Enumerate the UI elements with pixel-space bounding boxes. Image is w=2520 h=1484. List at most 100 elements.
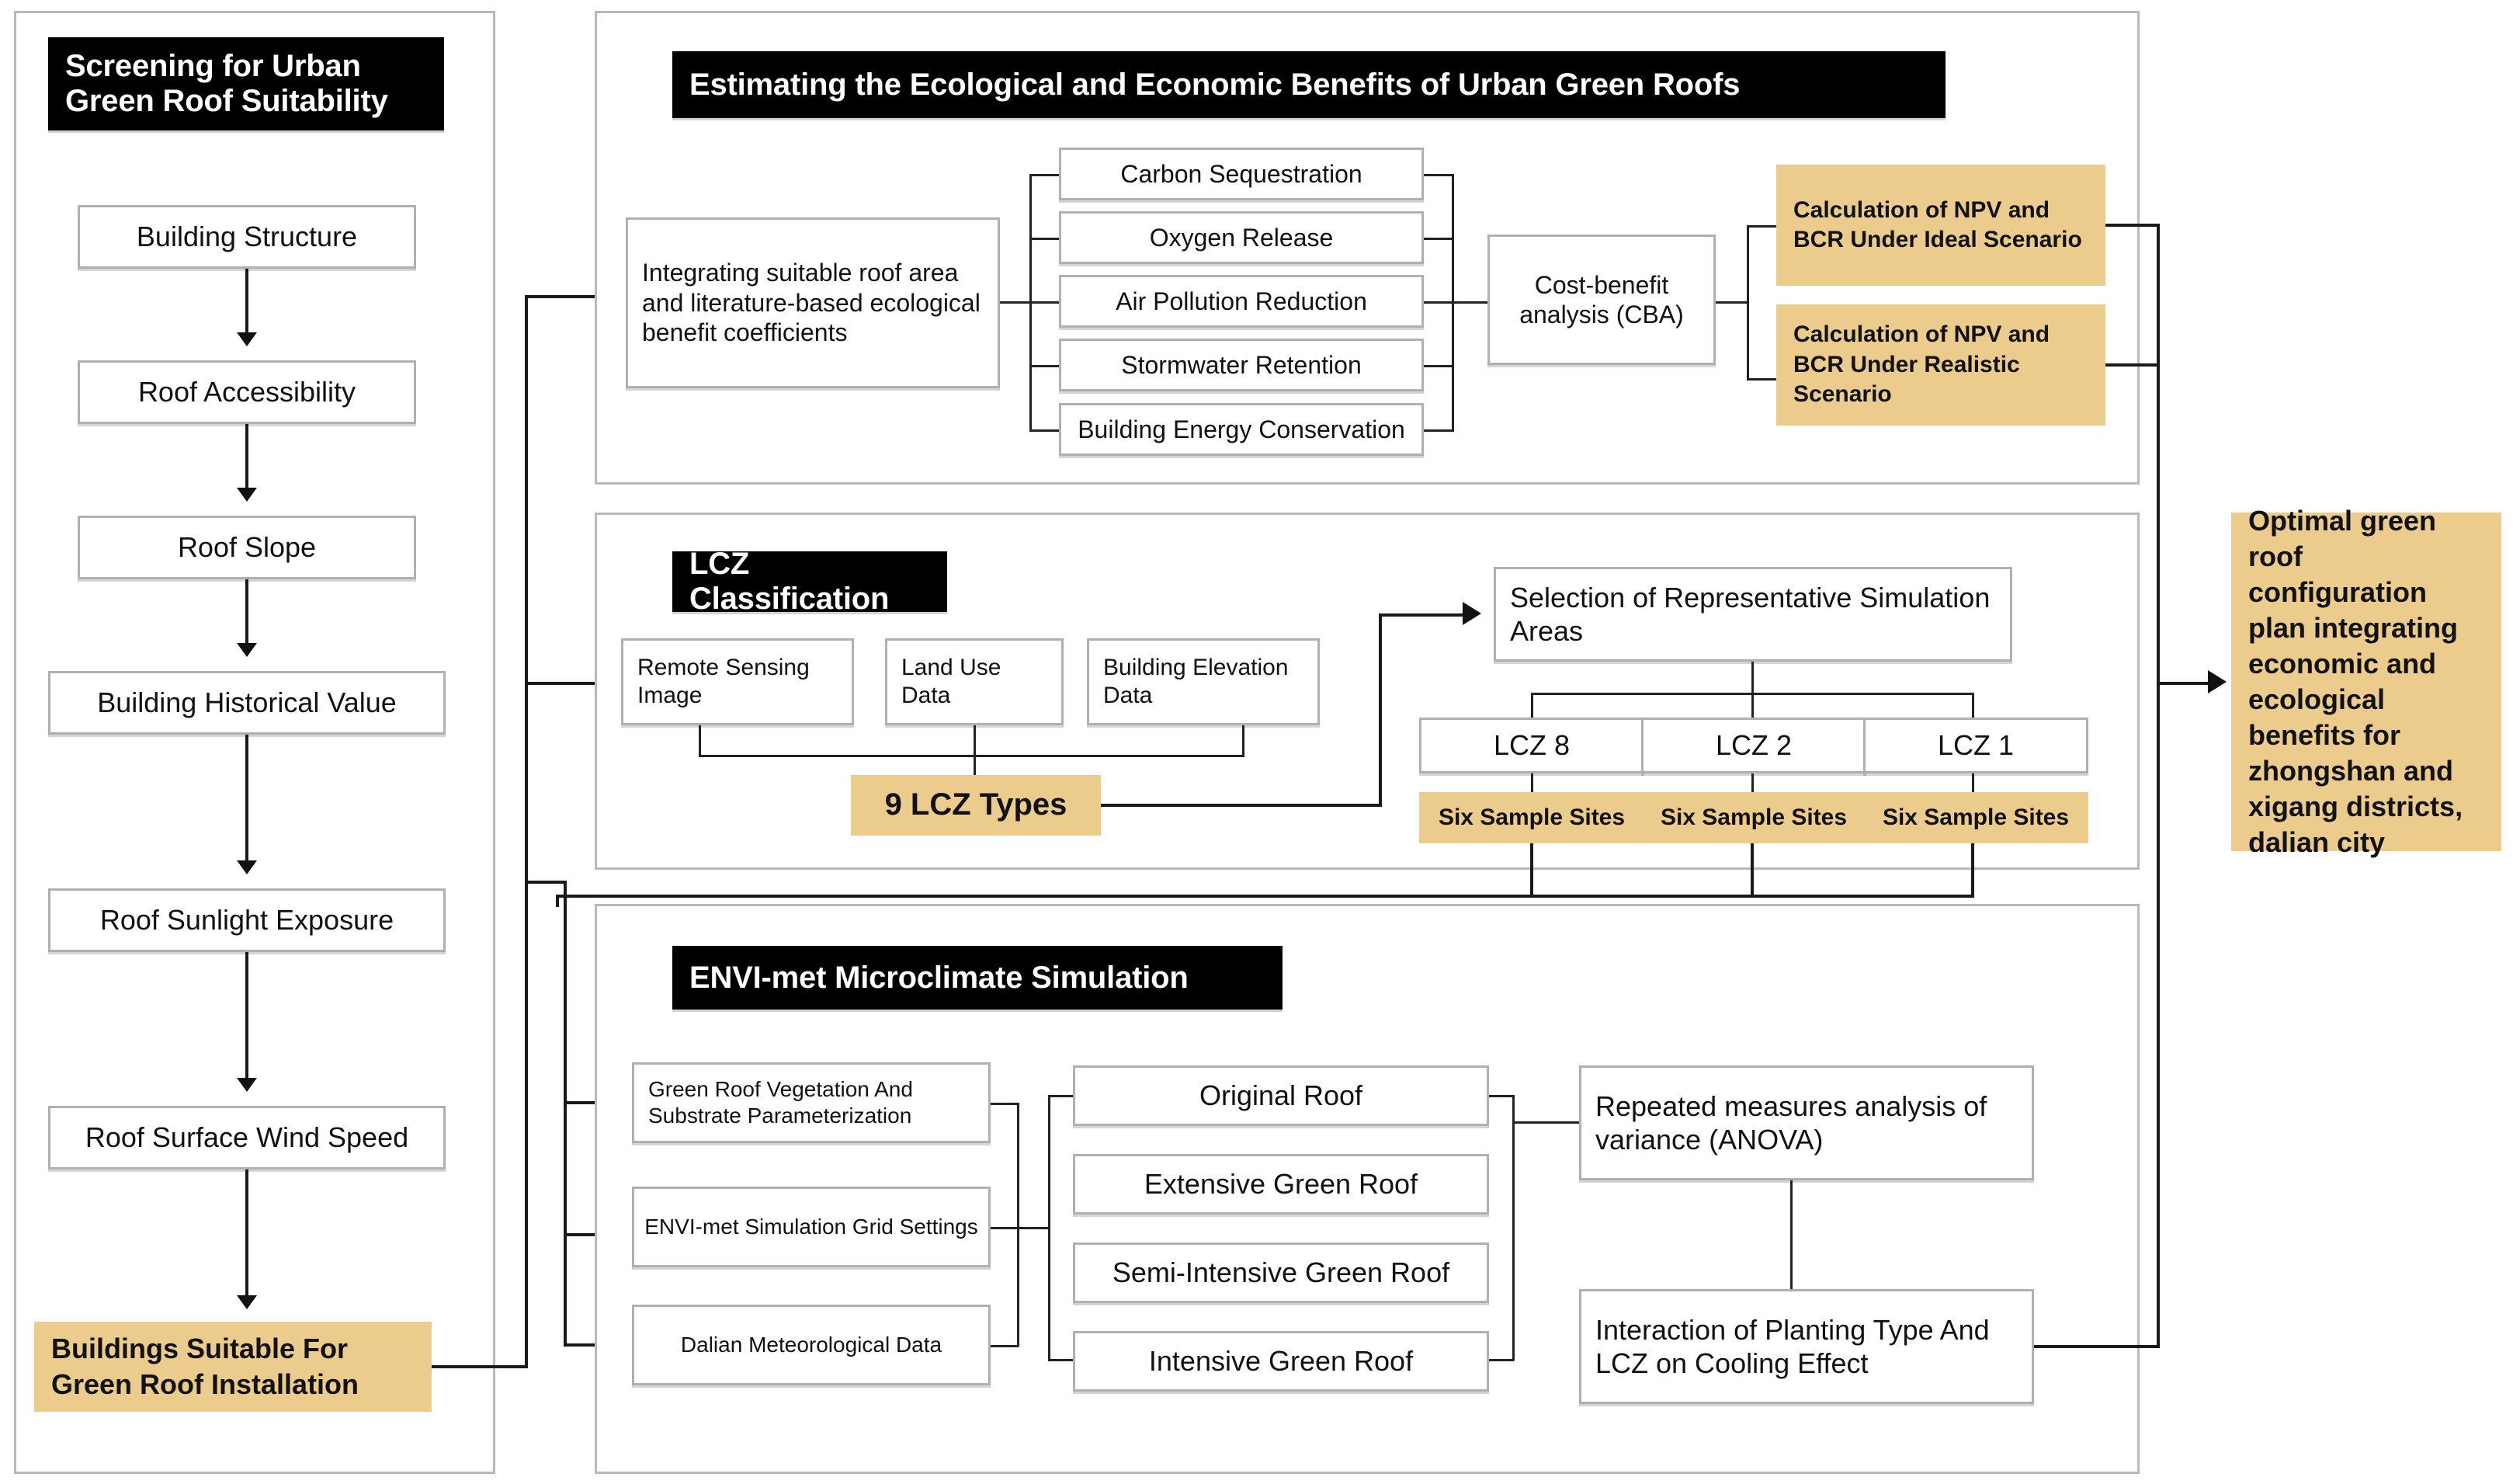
connector-lcz-merge-bar	[699, 755, 1244, 757]
connector-spine-to-benefits	[525, 295, 606, 298]
benefit-carbon-sequestration[interactable]: Carbon Sequestration	[1059, 148, 1424, 200]
connector-sites-collector-left	[556, 895, 559, 907]
roof-type-intensive[interactable]: Intensive Green Roof	[1073, 1331, 1489, 1392]
envimet-input-vegetation[interactable]: Green Roof Vegetation And Substrate Para…	[632, 1062, 991, 1143]
connector-collector-to-outcome	[2157, 682, 2209, 685]
sample-sites-label: Six Sample Sites	[1882, 804, 2070, 830]
connector-lcz-in1-down	[699, 725, 701, 756]
connector-step5-step6	[245, 952, 248, 1081]
lcz-zone-1[interactable]: LCZ 1	[1863, 718, 2088, 773]
connector-roof-1	[1048, 1095, 1073, 1097]
connector-scenario-1	[1747, 225, 1776, 228]
lcz-types-box[interactable]: 9 LCZ Types	[851, 775, 1101, 836]
connector-outcome-spine-v	[525, 295, 528, 1367]
benefit-stormwater-retention[interactable]: Stormwater Retention	[1059, 339, 1424, 391]
anova-label: Repeated measures analysis of variance (…	[1595, 1090, 1987, 1156]
selection-label: Selection of Representative Simulation A…	[1510, 581, 1991, 647]
screening-panel-header: Screening for Urban Green Roof Suitabili…	[48, 37, 444, 130]
benefit-label: Carbon Sequestration	[1120, 159, 1362, 188]
arrow-down-icon	[237, 643, 257, 657]
benefit-oxygen-release[interactable]: Oxygen Release	[1059, 211, 1424, 264]
roof-type-extensive[interactable]: Extensive Green Roof	[1073, 1154, 1489, 1215]
connector-interaction-out	[2034, 1345, 2160, 1348]
sample-sites-lcz1[interactable]: Six Sample Sites	[1863, 792, 2088, 843]
sample-sites-lcz2[interactable]: Six Sample Sites	[1641, 792, 1866, 843]
final-outcome-label: Optimal green roof configuration plan in…	[2248, 504, 2463, 859]
benefit-building-energy-conservation[interactable]: Building Energy Conservation	[1059, 403, 1424, 456]
connector-sites8-down	[1530, 843, 1533, 896]
connector-sites-collector-bar	[556, 895, 1974, 898]
step-label: Roof Surface Wind Speed	[85, 1121, 409, 1154]
lcz-input-label: Remote Sensing Image	[637, 655, 810, 708]
connector-envimet-in1	[564, 1101, 606, 1104]
lcz-types-label: 9 LCZ Types	[884, 787, 1067, 822]
envimet-input-label: Green Roof Vegetation And Substrate Para…	[648, 1077, 913, 1128]
interaction-box[interactable]: Interaction of Planting Type And LCZ on …	[1579, 1289, 2034, 1404]
benefit-air-pollution-reduction[interactable]: Air Pollution Reduction	[1059, 275, 1424, 328]
step-label: Roof Sunlight Exposure	[99, 904, 394, 937]
connector-envimet-in2-out	[991, 1227, 1019, 1229]
envimet-input-meteorological[interactable]: Dalian Meteorological Data	[632, 1305, 991, 1385]
connector-sites2-down	[1751, 843, 1754, 896]
lcz-input-remote-sensing[interactable]: Remote Sensing Image	[621, 638, 854, 725]
roof-type-label: Intensive Green Roof	[1148, 1345, 1414, 1378]
step-roof-surface-wind-speed[interactable]: Roof Surface Wind Speed	[48, 1106, 446, 1169]
envimet-input-grid-settings[interactable]: ENVI-met Simulation Grid Settings	[632, 1187, 991, 1267]
connector-benefit-3	[1029, 301, 1059, 304]
sample-sites-lcz8[interactable]: Six Sample Sites	[1419, 792, 1644, 843]
scenario-ideal[interactable]: Calculation of NPV and BCR Under Ideal S…	[1776, 165, 2105, 286]
scenario-realistic[interactable]: Calculation of NPV and BCR Under Realist…	[1776, 304, 2105, 426]
step-roof-accessibility[interactable]: Roof Accessibility	[78, 360, 416, 424]
connector-to-selection	[1379, 613, 1464, 617]
roof-type-original[interactable]: Original Roof	[1073, 1065, 1489, 1126]
step-label: Building Historical Value	[97, 686, 397, 719]
benefits-panel-header-label: Estimating the Ecological and Economic B…	[689, 67, 1741, 102]
connector-input-out	[1000, 301, 1031, 304]
step-roof-sunlight-exposure[interactable]: Roof Sunlight Exposure	[48, 888, 446, 952]
arrow-down-icon	[237, 1078, 257, 1092]
connector-envimet-in3	[564, 1343, 606, 1347]
arrow-right-icon	[1463, 602, 1481, 625]
sample-sites-label: Six Sample Sites	[1438, 804, 1626, 830]
benefit-label: Building Energy Conservation	[1078, 415, 1405, 443]
connector-zone1-to-sites	[1972, 773, 1974, 794]
step-roof-slope[interactable]: Roof Slope	[78, 516, 416, 579]
arrow-right-icon	[2208, 670, 2227, 693]
step-label: Building Structure	[136, 221, 358, 253]
outcome-buildings-suitable[interactable]: Buildings Suitable For Green Roof Instal…	[34, 1322, 432, 1412]
lcz-input-label: Building Elevation Data	[1103, 655, 1289, 708]
lcz-zone-2[interactable]: LCZ 2	[1641, 718, 1866, 773]
connector-zone3-down	[1972, 693, 1974, 719]
selection-simulation-areas[interactable]: Selection of Representative Simulation A…	[1494, 567, 2012, 662]
connector-benefit-1	[1029, 174, 1059, 176]
lcz-input-building-elevation[interactable]: Building Elevation Data	[1087, 638, 1320, 725]
connector-outcome-spine-h	[432, 1365, 528, 1368]
benefit-label: Stormwater Retention	[1121, 350, 1362, 379]
connector-scenario-2	[1747, 378, 1776, 381]
benefits-input-box[interactable]: Integrating suitable roof area and liter…	[626, 217, 1000, 388]
lcz-zone-label: LCZ 2	[1715, 729, 1793, 762]
lcz-zone-8[interactable]: LCZ 8	[1419, 718, 1644, 773]
step-building-structure[interactable]: Building Structure	[78, 205, 416, 269]
roof-type-semi-intensive[interactable]: Semi-Intensive Green Roof	[1073, 1242, 1489, 1303]
anova-box[interactable]: Repeated measures analysis of variance (…	[1579, 1065, 2034, 1180]
connector-benefit-5-out	[1424, 429, 1453, 432]
connector-selection-down	[1751, 662, 1754, 694]
benefit-label: Air Pollution Reduction	[1116, 287, 1367, 315]
connector-roof-4	[1048, 1359, 1073, 1361]
connector-step6-outcome	[245, 1169, 248, 1298]
connector-merge-to-cba	[1452, 301, 1487, 304]
step-building-historical-value[interactable]: Building Historical Value	[48, 671, 446, 735]
final-outcome-box[interactable]: Optimal green roof configuration plan in…	[2231, 505, 2501, 858]
step-label: Roof Slope	[177, 531, 317, 564]
connector-benefit-3-out	[1424, 301, 1453, 304]
connector-benefit-4	[1029, 365, 1059, 367]
connector-lcz-types-out	[1101, 804, 1382, 807]
connector-scenario-realistic-out	[2105, 363, 2160, 367]
benefits-input-label: Integrating suitable roof area and liter…	[642, 259, 981, 347]
connector-step2-step3	[245, 424, 248, 491]
cba-box[interactable]: Cost-benefit analysis (CBA)	[1487, 235, 1716, 365]
connector-envimet-in1-out	[991, 1103, 1019, 1105]
lcz-input-land-use[interactable]: Land Use Data	[885, 638, 1064, 725]
